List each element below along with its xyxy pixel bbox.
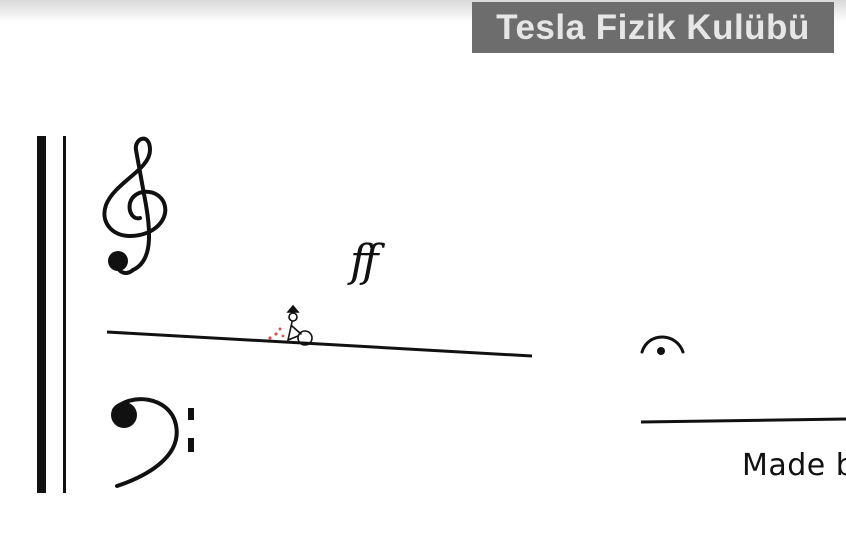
rider-figure xyxy=(282,304,313,346)
thin-barline xyxy=(63,136,66,493)
note-sparkles xyxy=(268,327,285,340)
thick-barline xyxy=(37,136,46,493)
bass-clef-icon xyxy=(111,397,194,488)
lower-track-line xyxy=(640,417,846,424)
fermata-icon xyxy=(640,335,685,355)
upper-track-line xyxy=(106,330,533,358)
credit-text: Made b xyxy=(742,448,846,483)
dynamic-marking: ff xyxy=(350,236,379,287)
treble-clef-dot xyxy=(108,251,128,271)
watermark-logo: Tesla Fizik Kulübü xyxy=(472,2,834,53)
